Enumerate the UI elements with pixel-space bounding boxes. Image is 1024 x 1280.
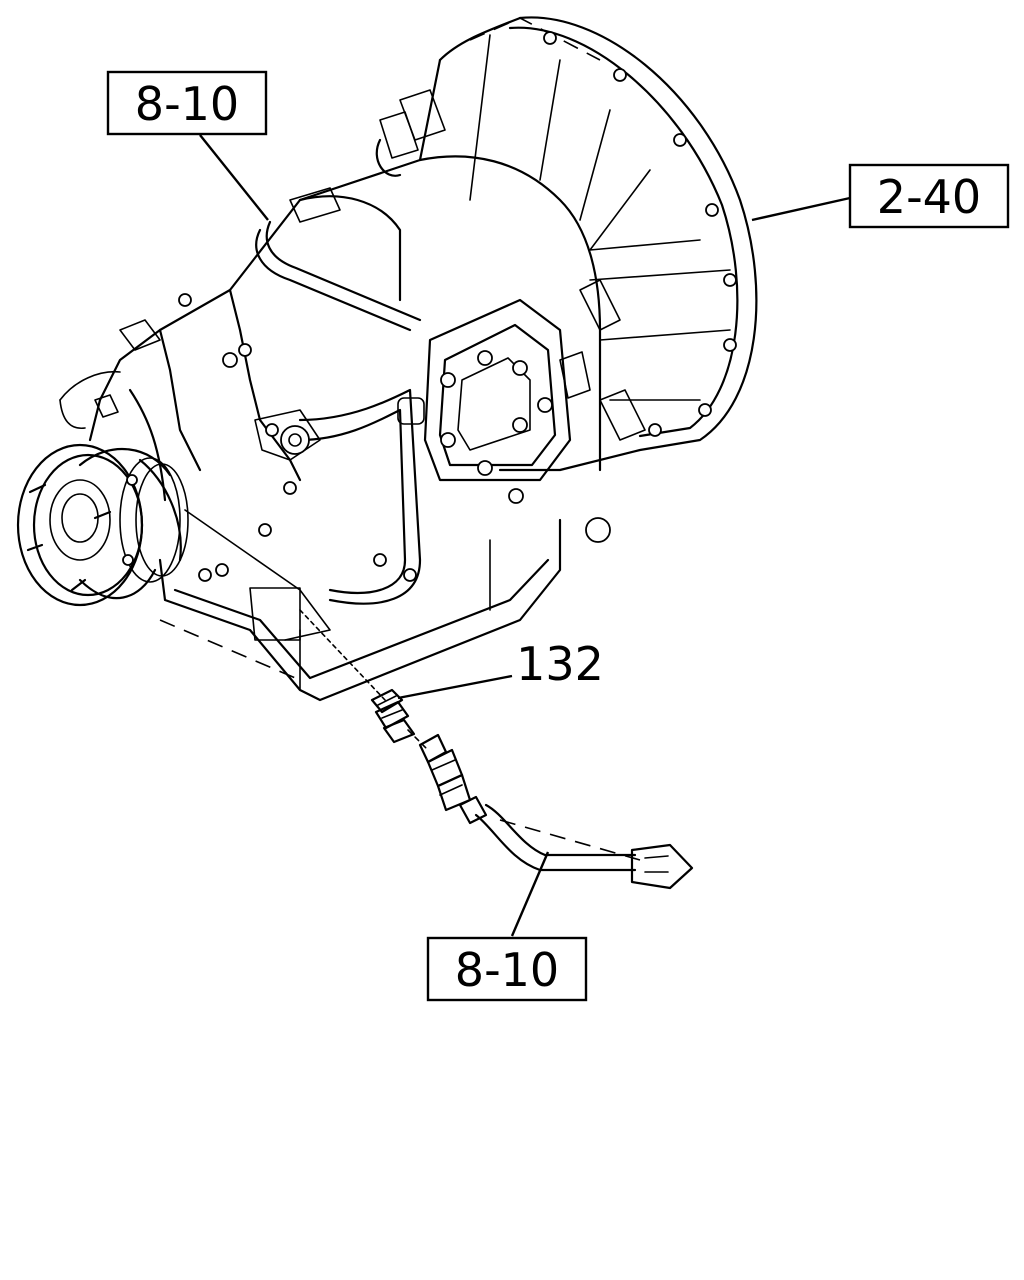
cover-bolts	[440, 350, 553, 476]
output-flange	[16, 443, 189, 607]
callout-box	[106, 70, 268, 136]
transmission-assembly	[16, 16, 758, 702]
flange-bolts	[543, 31, 737, 437]
speed-sensor	[299, 609, 416, 744]
ref-top-label: 8-10	[135, 77, 239, 131]
leader-lines	[199, 134, 851, 937]
ref-bottom-label: 8-10	[455, 943, 559, 997]
callout-part-number[interactable]: 132	[516, 637, 604, 691]
callout-ref-right[interactable]: 2-40	[848, 163, 1010, 229]
callout-ref-bottom[interactable]: 8-10	[426, 936, 588, 1002]
part-number-label: 132	[516, 637, 604, 691]
callout-box	[848, 163, 1010, 229]
ref-right-label: 2-40	[877, 170, 981, 224]
callout-box	[426, 936, 588, 1002]
sensor-harness	[407, 729, 694, 890]
callout-ref-top[interactable]: 8-10	[106, 70, 268, 136]
